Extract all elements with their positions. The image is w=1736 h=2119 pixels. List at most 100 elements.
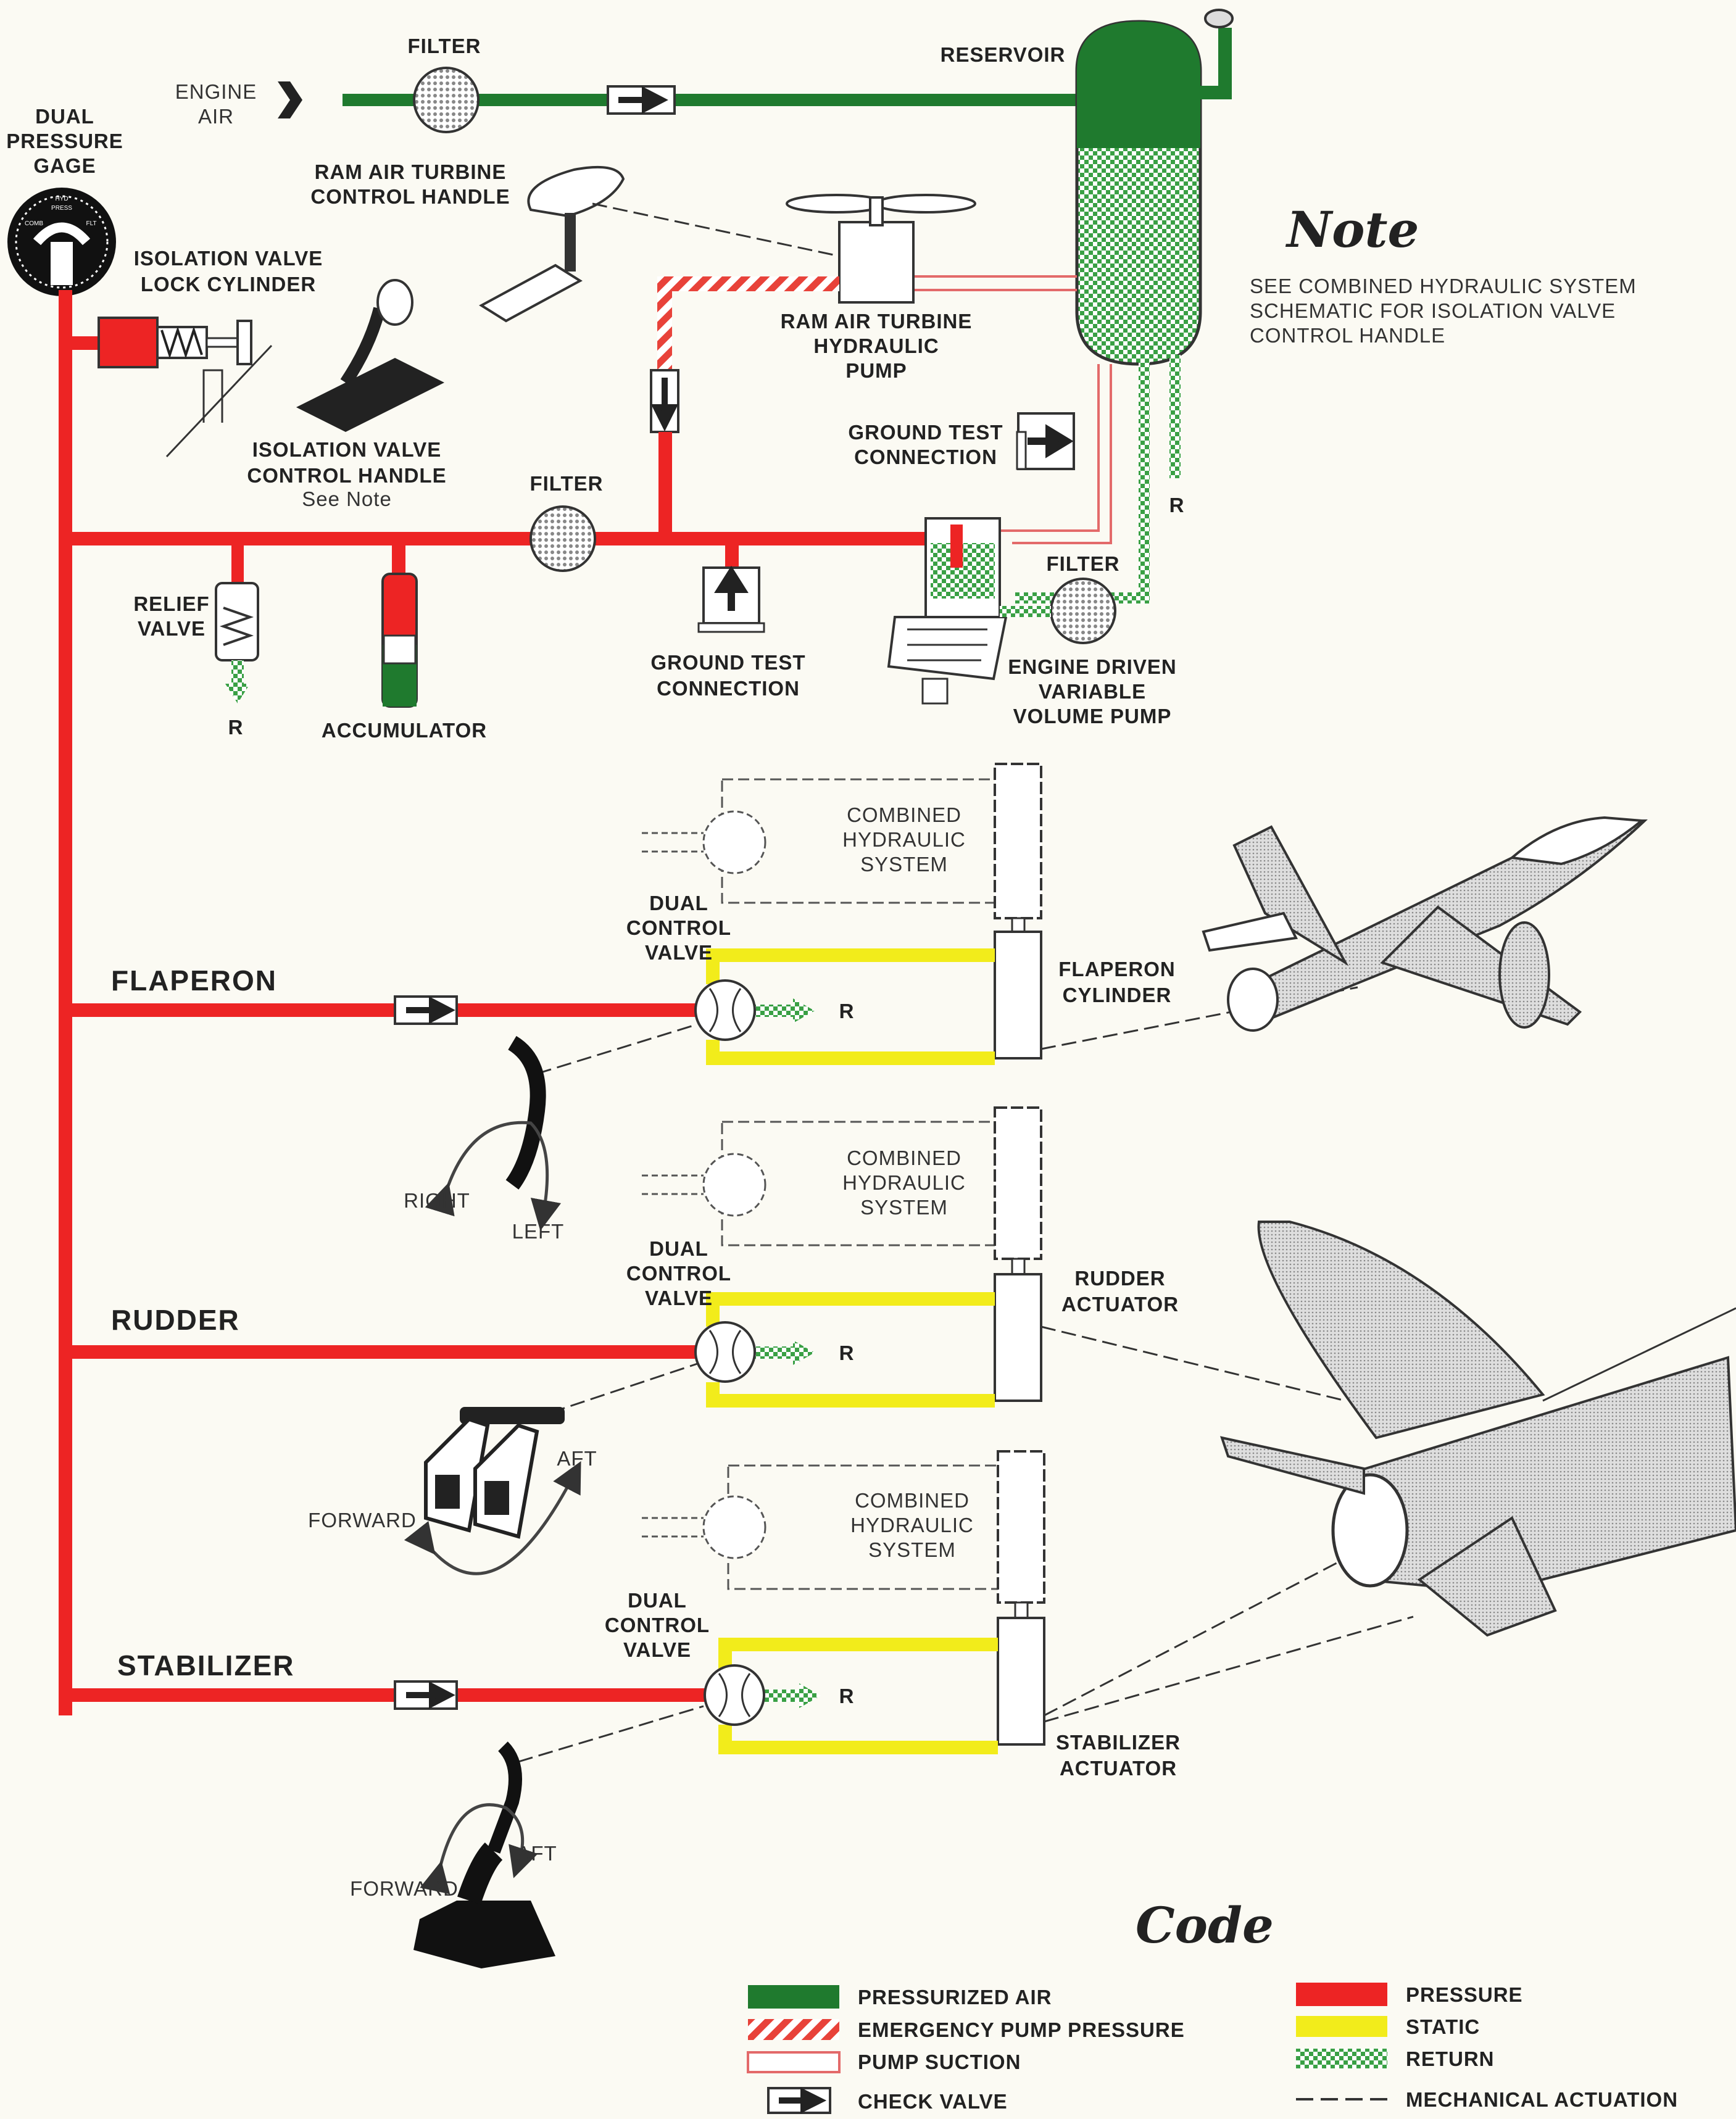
legend-swatch-pressure (1296, 1983, 1387, 2006)
label-chs-stab-3: SYSTEM (868, 1538, 956, 1561)
legend-label-static: STATIC (1406, 2015, 1480, 2038)
filter-pump (1050, 578, 1116, 644)
label-gage-3: GAGE (33, 154, 96, 177)
check-valve-emergency (650, 369, 679, 433)
gage-face-comb: COMB (25, 220, 43, 227)
legend-label-mechanical: MECHANICAL ACTUATION (1406, 2088, 1678, 2111)
legend-label-pressure: PRESSURE (1406, 1983, 1523, 2006)
label-rudder: RUDDER (111, 1304, 240, 1336)
label-chs-flaperon-3: SYSTEM (860, 853, 948, 876)
legend-label-emergency: EMERGENCY PUMP PRESSURE (858, 2018, 1185, 2041)
label-chs-rudder-2: HYDRAULIC (842, 1171, 966, 1194)
label-dcv-flaperon-2: CONTROL (626, 916, 731, 939)
stabilizer-section (394, 1450, 1414, 1763)
label-dcv-stab-2: CONTROL (605, 1614, 710, 1636)
filter-air (413, 67, 480, 133)
note-line-1: SEE COMBINED HYDRAULIC SYSTEM (1250, 275, 1637, 297)
isolation-valve-control-handle (165, 279, 444, 458)
relief-valve (215, 582, 259, 703)
label-dcv-rudder-3: VALVE (645, 1287, 713, 1309)
gage-face-flt: FLT (86, 220, 96, 227)
label-dcv-flaperon-3: VALVE (645, 941, 713, 964)
label-chs-flaperon-1: COMBINED (847, 803, 961, 826)
legend-swatch-check-valve (767, 2087, 831, 2114)
label-stab-act-1: STABILIZER (1056, 1731, 1181, 1754)
label-rudder-act-2: ACTUATOR (1061, 1293, 1179, 1316)
label-chs-stab-2: HYDRAULIC (850, 1514, 974, 1536)
isolation-valve-lock-cylinder (98, 317, 252, 368)
gage-face-press: PRESS (51, 205, 72, 212)
legend-swatch-return (1296, 2049, 1387, 2068)
label-rat-pump-2: HYDRAULIC (813, 334, 939, 357)
legend-swatch-suction (747, 2051, 841, 2073)
label-edp-1: ENGINE DRIVEN (1008, 655, 1176, 678)
dual-pressure-gage (7, 188, 116, 296)
label-relief-2: VALVE (138, 617, 206, 640)
label-flaperon-cyl-1: FLAPERON (1058, 958, 1176, 981)
label-accumulator: ACCUMULATOR (322, 719, 487, 742)
label-stab-act-2: ACTUATOR (1060, 1757, 1177, 1780)
filter-pressure-line (530, 505, 596, 572)
note-line-2: SCHEMATIC FOR ISOLATION VALVE (1250, 299, 1616, 322)
label-gtc-upper-1: GROUND TEST (848, 421, 1003, 444)
label-aft-stab: AFT (517, 1842, 557, 1865)
note-title: Note (1285, 201, 1419, 259)
legend-title: Code (1136, 1896, 1274, 1954)
engine-driven-variable-volume-pump (887, 517, 1008, 705)
main-pressure-lines (59, 290, 960, 1715)
label-rat-handle-1: RAM AIR TURBINE (315, 160, 507, 183)
legend-swatch-pressurized-air (748, 1985, 839, 2009)
label-chs-flaperon-2: HYDRAULIC (842, 828, 966, 851)
label-chs-rudder-1: COMBINED (847, 1147, 961, 1169)
label-iso-handle-1: ISOLATION VALVE (252, 438, 442, 461)
label-gtc-lower-2: CONNECTION (657, 677, 800, 700)
label-dcv-stab-1: DUAL (628, 1589, 687, 1612)
aircraft-tail-illustration (1219, 1221, 1736, 1637)
label-gtc-lower-1: GROUND TEST (650, 651, 805, 674)
label-r-relief: R (228, 716, 244, 739)
label-r-rudder: R (839, 1341, 855, 1364)
label-engine-air-1: ENGINE (175, 80, 257, 103)
ram-air-turbine-pump (786, 194, 976, 304)
label-rudder-act-1: RUDDER (1074, 1267, 1165, 1290)
ground-test-connection-upper (1016, 412, 1075, 470)
ram-air-turbine-control-handle (479, 165, 840, 323)
flaperon-section (394, 763, 1358, 1075)
label-filter-pump: FILTER (1046, 552, 1119, 575)
label-aft-rudder: AFT (557, 1447, 597, 1470)
label-left: LEFT (512, 1220, 565, 1243)
label-edp-3: VOLUME PUMP (1013, 705, 1172, 728)
label-edp-2: VARIABLE (1039, 680, 1146, 703)
note-line-3: CONTROL HANDLE (1250, 324, 1445, 347)
legend-label-check-valve: CHECK VALVE (858, 2090, 1008, 2113)
control-stick-stabilizer (413, 1741, 555, 1968)
label-chs-stab-1: COMBINED (855, 1489, 970, 1512)
label-iso-lock-2: LOCK CYLINDER (141, 273, 316, 296)
label-rat-handle-2: CONTROL HANDLE (310, 185, 510, 208)
legend-swatch-static (1296, 2016, 1387, 2037)
label-rat-pump-1: RAM AIR TURBINE (781, 310, 973, 333)
pressurized-air-line (343, 94, 1102, 106)
label-rat-pump-3: PUMP (845, 359, 907, 382)
legend-label-pressurized-air: PRESSURIZED AIR (858, 1986, 1052, 2009)
label-iso-handle-3: See Note (302, 487, 392, 510)
label-reservoir: RESERVOIR (941, 43, 1066, 66)
reservoir (1075, 9, 1234, 366)
engine-air-arrow-icon (278, 81, 302, 118)
label-chs-rudder-3: SYSTEM (860, 1196, 948, 1219)
label-gtc-upper-2: CONNECTION (854, 446, 997, 468)
labels: FILTER ENGINE AIR RESERVOIR DUAL PRESSUR… (6, 35, 1637, 1900)
label-iso-handle-2: CONTROL HANDLE (247, 464, 446, 487)
label-iso-lock-1: ISOLATION VALVE (134, 247, 323, 270)
label-dcv-rudder-2: CONTROL (626, 1262, 731, 1285)
rudder-section (530, 1106, 1346, 1420)
label-right: RIGHT (404, 1189, 470, 1212)
label-stabilizer: STABILIZER (117, 1649, 294, 1682)
accumulator (381, 573, 418, 708)
reservoir-return-lines (1015, 355, 1181, 603)
gage-face-hyd: HYD (55, 196, 68, 202)
label-gage-2: PRESSURE (6, 130, 123, 152)
label-r-reservoir: R (1169, 494, 1185, 516)
label-flaperon-cyl-2: CYLINDER (1063, 984, 1172, 1006)
